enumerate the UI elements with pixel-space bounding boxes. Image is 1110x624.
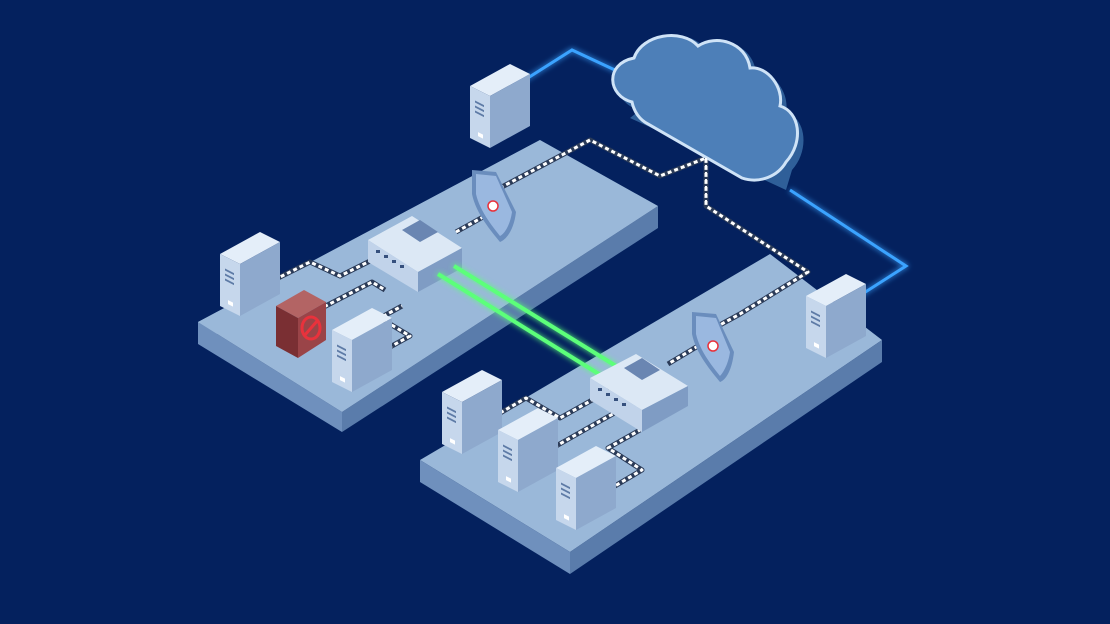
wan-link: [511, 48, 633, 90]
shield-icon: [472, 170, 516, 242]
network-switch-icon: [590, 354, 688, 432]
blocked-icon: [300, 315, 322, 341]
cloud-icon: [611, 34, 804, 190]
blocked-device: [276, 290, 326, 358]
wan-link: [789, 188, 909, 300]
network-switch-icon: [368, 216, 462, 292]
direct-link: [436, 264, 618, 378]
shield-icon: [692, 312, 734, 382]
server-icon: [470, 64, 530, 148]
